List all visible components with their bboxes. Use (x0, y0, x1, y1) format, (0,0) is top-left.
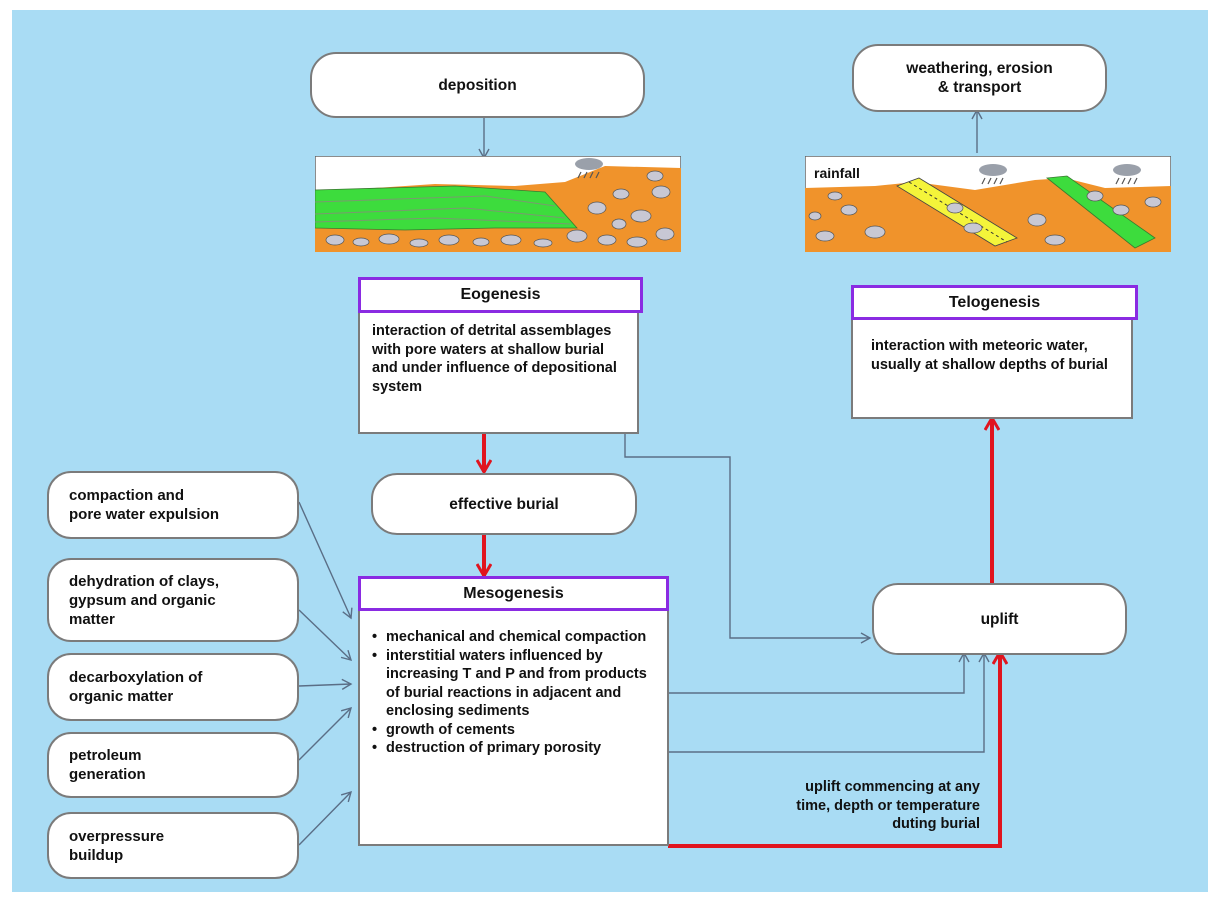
mesogenesis-title: Mesogenesis (358, 576, 669, 611)
arrow-overpressure-to-mesogenesis (298, 790, 353, 846)
arrow-decarboxylation-to-mesogenesis (298, 678, 353, 690)
rain-cloud-icon (979, 164, 1007, 185)
arrow-dehydration-to-mesogenesis (298, 609, 353, 661)
mesogenesis-bullet: growth of cements (372, 721, 657, 740)
red-arrow-mesogenesis-to-uplift (668, 652, 1000, 848)
mesogenesis-bullet: interstitial waters influenced by increa… (372, 647, 657, 721)
process-dehydration: dehydration of clays, gypsum and organic… (47, 558, 299, 642)
effective-burial-node: effective burial (371, 473, 637, 535)
deposition-sketch (315, 156, 681, 252)
deposition-node: deposition (310, 52, 645, 118)
uplift-note: uplift commencing at any time, depth or … (796, 779, 980, 832)
mesogenesis-description: mechanical and chemical compaction inter… (358, 608, 669, 846)
weathering-node: weathering, erosion & transport (852, 44, 1107, 112)
process-decarboxylation: decarboxylation of organic matter (47, 653, 299, 721)
process-compaction: compaction and pore water expulsion (47, 471, 299, 539)
arrow-mesogenesis-to-uplift-2 (668, 651, 990, 753)
rain-cloud-icon (575, 158, 603, 179)
rainfall-label: rainfall (814, 165, 860, 181)
process-petroleum-generation: petroleum generation (47, 732, 299, 798)
connector-layer (298, 108, 1208, 848)
telogenesis-description: interaction with meteoric water, usually… (851, 317, 1133, 419)
arrow-compaction-to-mesogenesis (298, 501, 353, 620)
uplift-node: uplift (872, 583, 1127, 655)
rain-cloud-icon (1113, 164, 1141, 185)
mesogenesis-bullets: mechanical and chemical compaction inter… (372, 628, 657, 758)
arrow-mesogenesis-to-uplift-1 (668, 651, 970, 694)
telogenesis-sketch (805, 156, 1171, 252)
eogenesis-title: Eogenesis (358, 277, 643, 313)
mesogenesis-bullet: mechanical and chemical compaction (372, 628, 657, 647)
arrow-petroleum-to-mesogenesis (298, 706, 353, 761)
eogenesis-description: interaction of detrital assemblages with… (358, 310, 639, 434)
process-overpressure: overpressure buildup (47, 812, 299, 879)
arrow-eogenesis-to-uplift (624, 432, 872, 644)
diagenesis-diagram: rainfall deposition weathering, erosion … (12, 10, 1208, 892)
mesogenesis-bullet: destruction of primary porosity (372, 739, 657, 758)
telogenesis-title: Telogenesis (851, 285, 1138, 320)
